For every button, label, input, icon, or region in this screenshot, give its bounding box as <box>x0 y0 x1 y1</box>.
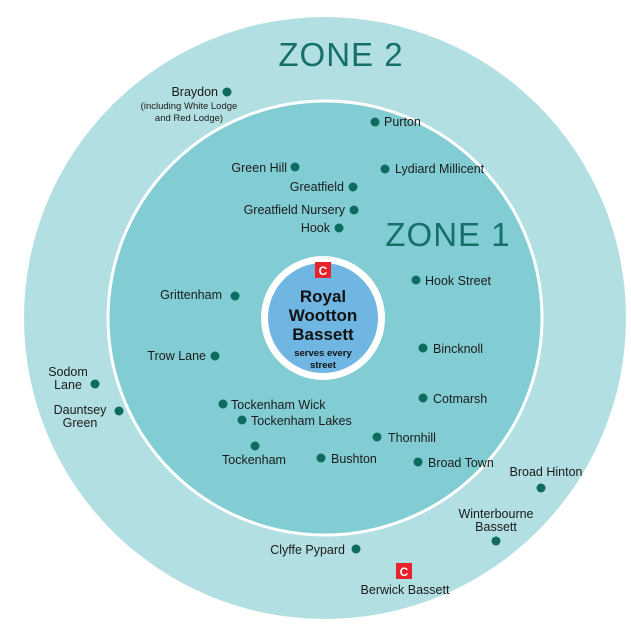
place-label: Hook Street <box>425 274 492 288</box>
place-label: Broad Town <box>428 456 494 470</box>
place-label: Braydon <box>171 85 218 99</box>
station-marker-letter: C <box>319 264 328 278</box>
location-dot-icon <box>114 406 124 416</box>
place-label: Green Hill <box>231 161 287 175</box>
center-area <box>268 263 378 373</box>
location-dot-icon <box>370 117 380 127</box>
place-label: Greatfield Nursery <box>244 203 346 217</box>
center-title-line2: Wootton <box>289 306 358 325</box>
place-label: Winterbourne <box>458 507 533 521</box>
center-title-line1: Royal <box>300 287 346 306</box>
place-hook: Hook <box>301 221 344 235</box>
location-dot-icon <box>418 343 428 353</box>
location-dot-icon <box>290 162 300 172</box>
place-label: Cotmarsh <box>433 392 487 406</box>
zone-2-label: ZONE 2 <box>278 36 403 73</box>
place-label: Greatfield <box>290 180 344 194</box>
place-clyffe-pypard: Clyffe Pypard <box>270 543 361 557</box>
location-dot-icon <box>380 164 390 174</box>
place-label: Trow Lane <box>147 349 206 363</box>
place-label: Bincknoll <box>433 342 483 356</box>
place-label: Bushton <box>331 452 377 466</box>
place-note: and Red Lodge) <box>155 113 223 124</box>
location-dot-icon <box>351 544 361 554</box>
place-label: Grittenham <box>160 288 222 302</box>
place-lydiard-millicent: Lydiard Millicent <box>380 162 485 176</box>
location-dot-icon <box>372 432 382 442</box>
place-label: Lydiard Millicent <box>395 162 485 176</box>
place-berwick-bassett: C Berwick Bassett <box>361 563 450 597</box>
location-dot-icon <box>316 453 326 463</box>
place-label: Broad Hinton <box>510 465 583 479</box>
location-dot-icon <box>218 399 228 409</box>
place-cotmarsh: Cotmarsh <box>418 392 487 406</box>
location-dot-icon <box>237 415 247 425</box>
place-label: Tockenham <box>222 453 286 467</box>
location-dot-icon <box>334 223 344 233</box>
station-marker-letter: C <box>400 565 409 579</box>
place-tockenham-wick: Tockenham Wick <box>218 398 326 412</box>
place-broad-town: Broad Town <box>413 456 494 470</box>
place-greatfield: Greatfield <box>290 180 358 194</box>
place-label: Sodom <box>48 365 88 379</box>
location-dot-icon <box>348 182 358 192</box>
place-label: Bassett <box>475 520 517 534</box>
place-green-hill: Green Hill <box>231 161 300 175</box>
place-label: Lane <box>54 378 82 392</box>
location-dot-icon <box>250 441 260 451</box>
place-dauntsey-green: Dauntsey Green <box>54 403 124 430</box>
place-label: Thornhill <box>388 431 436 445</box>
location-dot-icon <box>411 275 421 285</box>
station-marker-icon <box>315 262 331 278</box>
location-dot-icon <box>418 393 428 403</box>
place-label: Clyffe Pypard <box>270 543 345 557</box>
place-tockenham-lakes: Tockenham Lakes <box>237 414 352 428</box>
place-bincknoll: Bincknoll <box>418 342 483 356</box>
place-purton: Purton <box>370 115 421 129</box>
place-thornhill: Thornhill <box>372 431 436 445</box>
place-label: Green <box>63 416 98 430</box>
location-dot-icon <box>222 87 232 97</box>
location-dot-icon <box>210 351 220 361</box>
place-bushton: Bushton <box>316 452 377 466</box>
place-winterbourne-bassett: Winterbourne Bassett <box>458 507 534 546</box>
place-sodom-lane: Sodom Lane <box>48 365 100 392</box>
place-trow-lane: Trow Lane <box>147 349 220 363</box>
place-greatfield-nursery: Greatfield Nursery <box>244 203 359 217</box>
station-marker-icon <box>396 563 412 579</box>
location-dot-icon <box>230 291 240 301</box>
place-tockenham: Tockenham <box>222 441 286 467</box>
center-title-line3: Bassett <box>292 325 354 344</box>
place-label: Berwick Bassett <box>361 583 450 597</box>
place-label: Hook <box>301 221 331 235</box>
location-dot-icon <box>413 457 423 467</box>
location-dot-icon <box>536 483 546 493</box>
place-broad-hinton: Broad Hinton <box>510 465 583 493</box>
center-subtitle-line1: serves every <box>294 348 352 359</box>
place-grittenham: Grittenham <box>160 288 240 302</box>
center-subtitle-line2: street <box>310 360 337 371</box>
location-dot-icon <box>491 536 501 546</box>
place-hook-street: Hook Street <box>411 274 492 288</box>
location-dot-icon <box>90 379 100 389</box>
place-label: Tockenham Lakes <box>251 414 352 428</box>
location-dot-icon <box>349 205 359 215</box>
place-label: Tockenham Wick <box>231 398 326 412</box>
place-note: (including White Lodge <box>141 101 238 112</box>
place-label: Purton <box>384 115 421 129</box>
place-label: Dauntsey <box>54 403 108 417</box>
place-braydon: Braydon (including White Lodge and Red L… <box>141 85 238 124</box>
zone-1-label: ZONE 1 <box>385 216 510 253</box>
